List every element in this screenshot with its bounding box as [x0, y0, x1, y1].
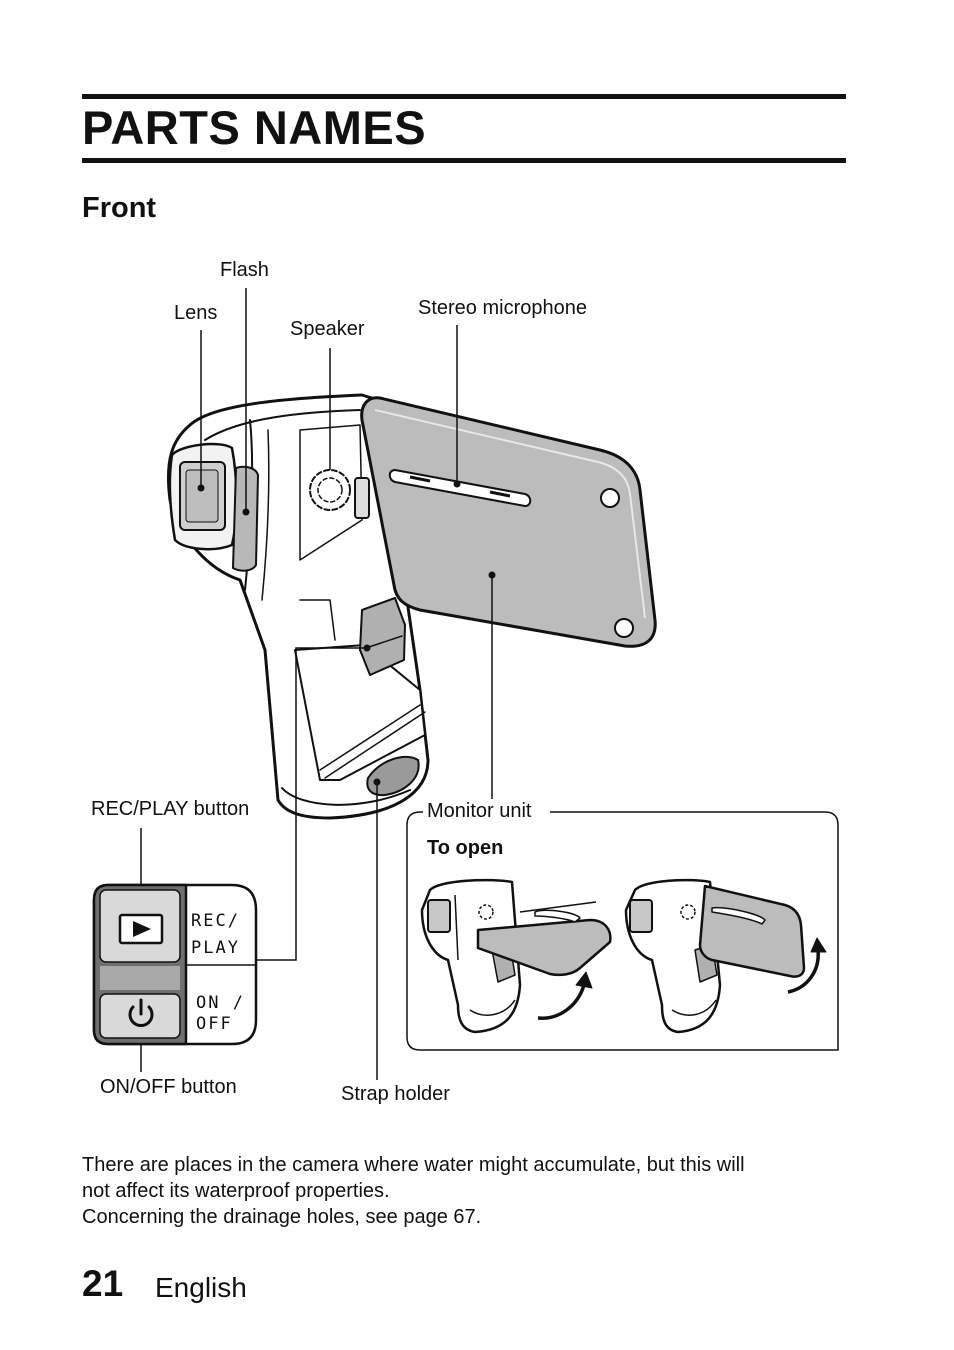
label-lens: Lens: [174, 302, 218, 324]
note-line-1: There are places in the camera where wat…: [82, 1154, 745, 1176]
power-icon: [128, 998, 154, 1027]
page-number: 21: [82, 1263, 124, 1304]
onoff-label-line1: ON /: [196, 993, 245, 1013]
onoff-label-line2: OFF: [196, 1014, 233, 1034]
leader-lines: [140, 288, 493, 1080]
label-rec-play-button: REC/PLAY button: [91, 798, 250, 820]
rec-label-line2: PLAY: [191, 938, 240, 958]
monitor-unit-illustration: [360, 396, 657, 648]
label-flash: Flash: [220, 259, 269, 281]
open-step-1-illustration: [420, 878, 612, 1034]
page-language: English: [155, 1272, 247, 1303]
play-icon: [118, 913, 164, 945]
camera-body-illustration: [166, 393, 430, 820]
label-to-open: To open: [427, 837, 504, 859]
label-stereo-microphone: Stereo microphone: [418, 297, 587, 319]
note-line-2: not affect its waterproof properties.: [82, 1180, 390, 1202]
label-speaker: Speaker: [290, 318, 365, 340]
section-heading: Front: [82, 192, 157, 224]
to-open-box: [406, 811, 839, 1051]
label-strap-holder: Strap holder: [341, 1083, 450, 1105]
page-title: PARTS NAMES: [82, 101, 427, 154]
title-underline: [82, 158, 846, 163]
drainage-note: There are places in the camera where wat…: [82, 1152, 862, 1230]
button-panel-text: REC/ PLAY ON / OFF: [191, 911, 245, 1034]
open-step-2-illustration: [624, 878, 827, 1034]
button-panel-illustration: [92, 883, 258, 1046]
note-line-3: Concerning the drainage holes, see page …: [82, 1206, 482, 1228]
label-monitor-unit: Monitor unit: [427, 799, 536, 823]
label-on-off-button: ON/OFF button: [100, 1076, 237, 1098]
rec-label-line1: REC/: [191, 911, 240, 931]
top-rule: [82, 94, 846, 99]
